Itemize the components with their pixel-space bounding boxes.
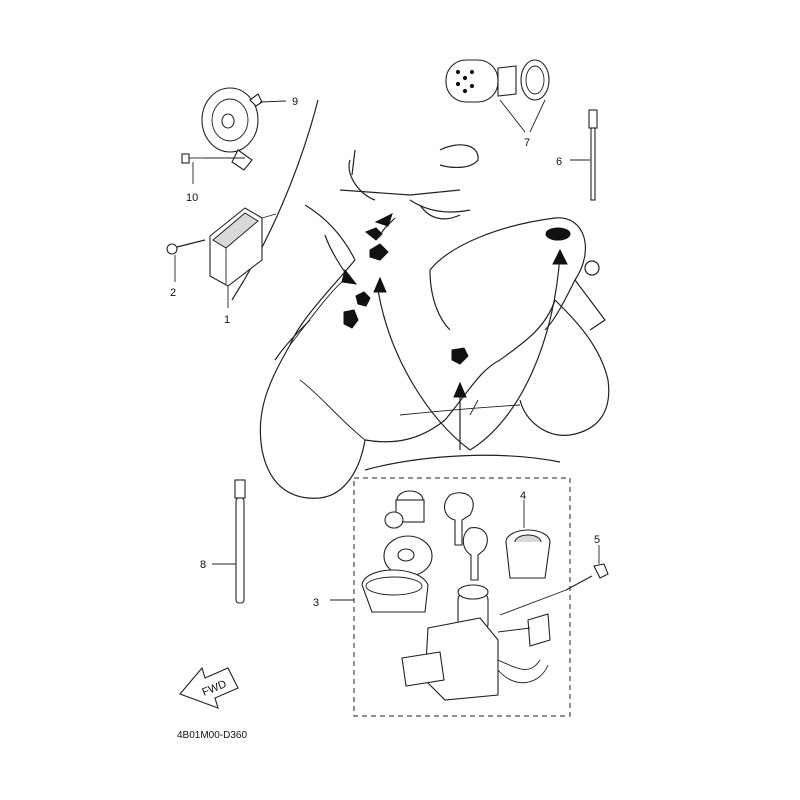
- callout-6: 6: [556, 156, 562, 168]
- callout-3: 3: [313, 597, 319, 609]
- cable-tie-part-8: [212, 479, 246, 604]
- callout-1: 1: [224, 314, 230, 326]
- callout-9: 9: [292, 96, 298, 108]
- bolt-part-5: [499, 545, 609, 616]
- callout-labels: 1 2 3 4 5 6 7 8 9 10: [170, 96, 600, 609]
- callout-4: 4: [520, 490, 526, 502]
- callout-5: 5: [594, 534, 600, 546]
- wire-routing-arrows: [324, 213, 568, 451]
- socket-part-7: [445, 59, 550, 133]
- lock-set-part-3: [330, 477, 571, 717]
- regulator-part-1: [209, 207, 277, 308]
- forward-direction-arrow: FWD: [179, 666, 239, 709]
- cable-tie-part-6: [570, 109, 598, 201]
- diagram-code: 4B01M00-D360: [177, 730, 247, 741]
- callout-7: 7: [524, 137, 530, 149]
- scooter-outline: [231, 99, 610, 499]
- callout-10: 10: [186, 192, 198, 204]
- connector-markers: [343, 227, 571, 365]
- callout-2: 2: [170, 287, 176, 299]
- screw-part-10: [181, 153, 245, 184]
- callout-8: 8: [200, 559, 206, 571]
- horn-part-9: [201, 87, 287, 171]
- bolt-part-2: [166, 239, 206, 282]
